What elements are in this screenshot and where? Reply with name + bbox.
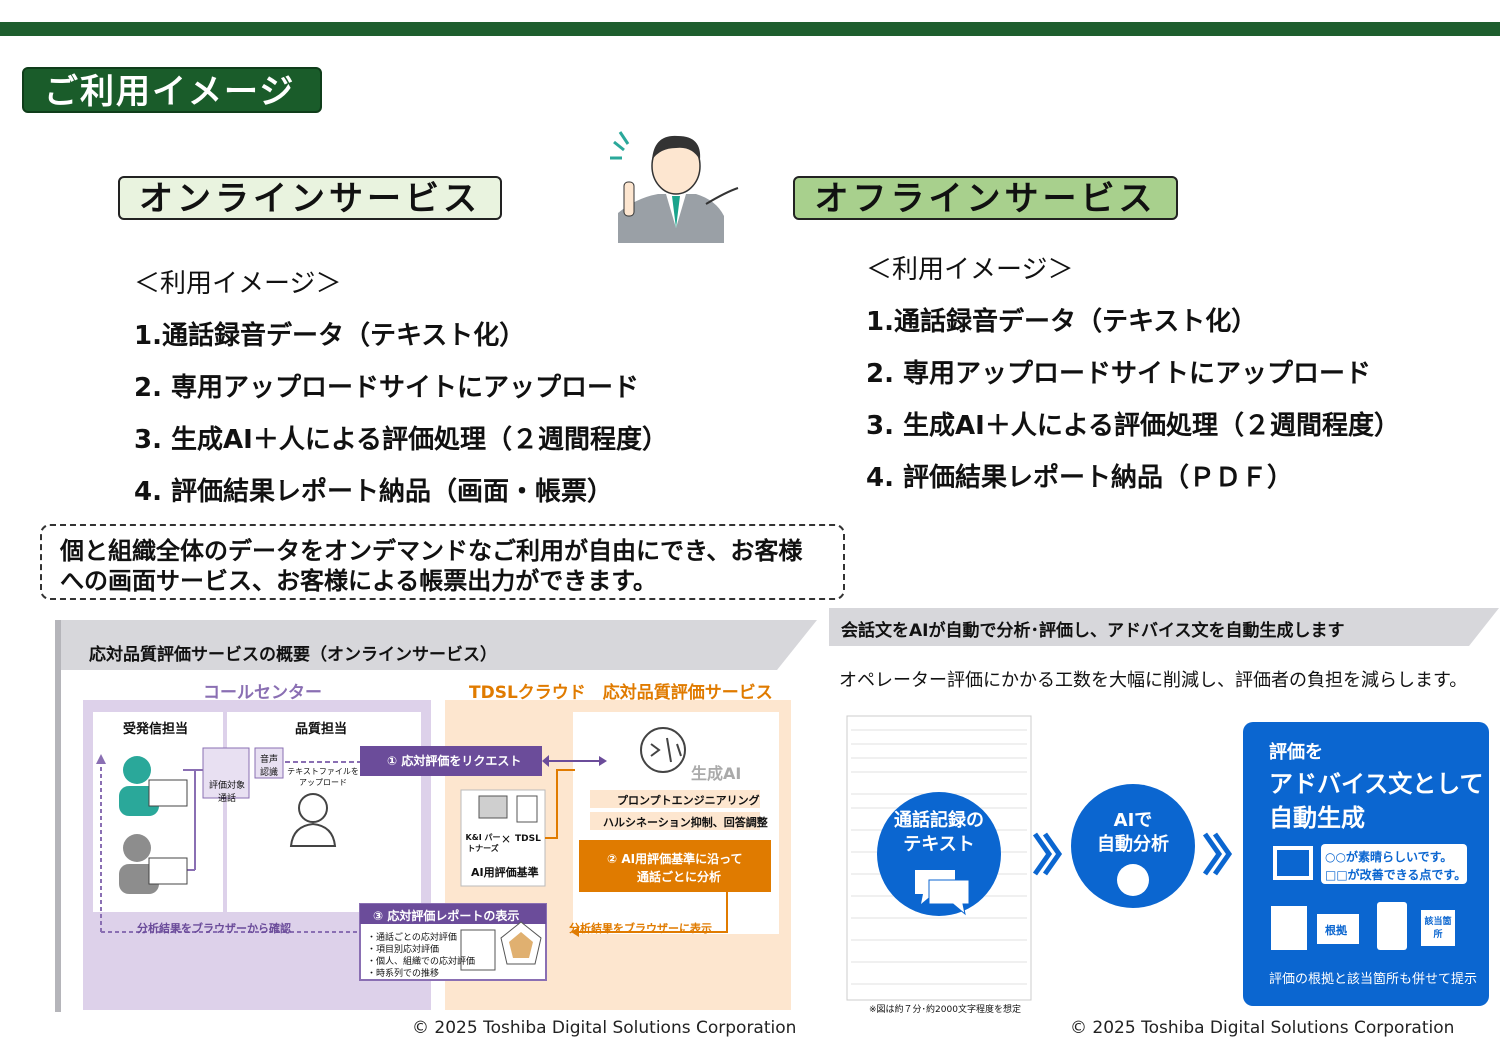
step3-list: ・通話ごとの応対評価 ・項目別応対評価 ・個人、組織での応対評価 ・時系列での推… (367, 932, 475, 980)
online-usage-item: 4. 評価結果レポート納品（画面・帳票） (134, 477, 614, 507)
blue-panel-footer: 評価の根拠と該当箇所も併せて提示 (1269, 972, 1478, 987)
online-usage-list: ＜利用イメージ＞ 1.通話録音データ（テキスト化） 2. 専用アップロードサイト… (134, 258, 668, 518)
online-usage-item: 3. 生成AI＋人による評価処理（２週間程度） (134, 425, 669, 455)
doc-note: ※図は約７分･約2000文字程度を想定 (869, 1005, 1021, 1015)
offline-usage-item: 2. 専用アップロードサイトにアップロード (866, 359, 1372, 389)
text-upload-label: テキストファイルをアップロード (287, 767, 359, 787)
online-usage-item: 1.通話録音データ（テキスト化） (134, 321, 526, 351)
online-note-line: への画面サービス、お客様による帳票出力ができます。 (60, 567, 657, 595)
offline-diagram-subtitle: オペレーター評価にかかる工数を大幅に削減し、評価者の負担を減らします。 (839, 670, 1468, 691)
quality-label: 品質担当 (295, 722, 348, 737)
step3-label: ③ 応対評価レポートの表示 (373, 909, 520, 923)
criteria-label: AI用評価基準 (471, 866, 539, 879)
voice-recog-label: 音声認識 (259, 755, 278, 778)
circle1-label-line: 通話記録の (894, 810, 984, 831)
partners-label: K&I パートナーズ (465, 833, 501, 853)
top-bar (0, 22, 1500, 36)
copyright-left: © 2025 Toshiba Digital Solutions Corpora… (412, 1018, 797, 1038)
browser-confirm-label: 分析結果をブラウザーから確認 (137, 922, 291, 935)
tdsl-label: TDSL (515, 834, 541, 844)
cloud-label: TDSLクラウド 応対品質評価サービス (469, 683, 773, 703)
step3-item: ・項目別応対評価 (367, 945, 440, 955)
offline-usage-item: 1.通話録音データ（テキスト化） (866, 307, 1258, 337)
online-diagram-graphics (55, 620, 817, 1012)
step2-label-line: 通話ごとに分析 (637, 870, 722, 884)
offline-diagram-banner: 会話文をAIが自動で分析･評価し、アドバイス文を自動生成します (841, 621, 1345, 641)
halluc-label: ハルシネーション抑制、回答調整 (603, 816, 768, 829)
blue-panel-line: 自動生成 (1269, 804, 1365, 832)
circle2-label-line: 自動分析 (1097, 834, 1169, 855)
gen-ai-label: 生成AI (691, 764, 742, 783)
online-note: 個と組織全体のデータをオンデマンドなご利用が自由にでき、お客様 への画面サービス… (40, 524, 845, 600)
eval-calls-label: 評価対象通話 (208, 781, 245, 804)
step1-label: ① 応対評価をリクエスト (387, 754, 522, 768)
prompt-label: プロンプトエンジニアリング (617, 794, 760, 807)
blue-panel-line: アドバイス文として (1269, 770, 1484, 798)
step3-item: ・時系列での推移 (367, 969, 440, 979)
offline-usage-item: 3. 生成AI＋人による評価処理（２週間程度） (866, 411, 1401, 441)
online-diagram-banner: 応対品質評価サービスの概要（オンラインサービス） (89, 645, 497, 665)
online-note-line: 個と組織全体のデータをオンデマンドなご利用が自由にでき、お客様 (60, 537, 803, 565)
blue-panel-line: 評価を (1269, 742, 1323, 763)
online-service-title: オンラインサービス (118, 176, 502, 220)
copyright-right: © 2025 Toshiba Digital Solutions Corpora… (1070, 1018, 1455, 1038)
offline-usage-list: ＜利用イメージ＞ 1.通話録音データ（テキスト化） 2. 専用アップロードサイト… (866, 244, 1400, 504)
location-label: 該当箇所 (1424, 917, 1452, 940)
advice-message: ○○が素晴らしいです。 (1325, 850, 1453, 864)
online-usage-item: 2. 専用アップロードサイトにアップロード (134, 373, 640, 403)
presenter-illustration (610, 131, 739, 243)
offline-usage-heading: ＜利用イメージ＞ (866, 255, 1074, 285)
online-usage-heading: ＜利用イメージ＞ (134, 269, 342, 299)
circle1-label-line: テキスト (903, 834, 975, 855)
offline-overview-diagram: 会話文をAIが自動で分析･評価し、アドバイス文を自動生成します オペレーター評価… (829, 608, 1499, 1020)
offline-service-title: オフラインサービス (793, 176, 1178, 220)
page-title: ご利用イメージ (22, 67, 322, 113)
browser-show-label: 分析結果をブラウザーに表示 (569, 922, 712, 935)
offline-usage-item: 4. 評価結果レポート納品（ＰＤＦ） (866, 463, 1294, 493)
caller-label: 受発信担当 (123, 722, 189, 737)
step3-item: ・通話ごとの応対評価 (367, 933, 457, 943)
step2-label-line: ② AI用評価基準に沿って (607, 852, 743, 866)
advice-message: □□が改善できる点です。 (1325, 868, 1467, 882)
offline-diagram-graphics (829, 608, 1499, 1006)
circle2-label-line: AIで (1113, 810, 1153, 831)
basis-label: 根拠 (1325, 924, 1347, 937)
step3-item: ・個人、組織での応対評価 (367, 957, 476, 967)
cross-label: × (501, 832, 512, 846)
online-overview-diagram: 応対品質評価サービスの概要（オンラインサービス） コールセンター TDSLクラウ… (55, 620, 817, 1012)
call-center-label: コールセンター (203, 683, 322, 703)
